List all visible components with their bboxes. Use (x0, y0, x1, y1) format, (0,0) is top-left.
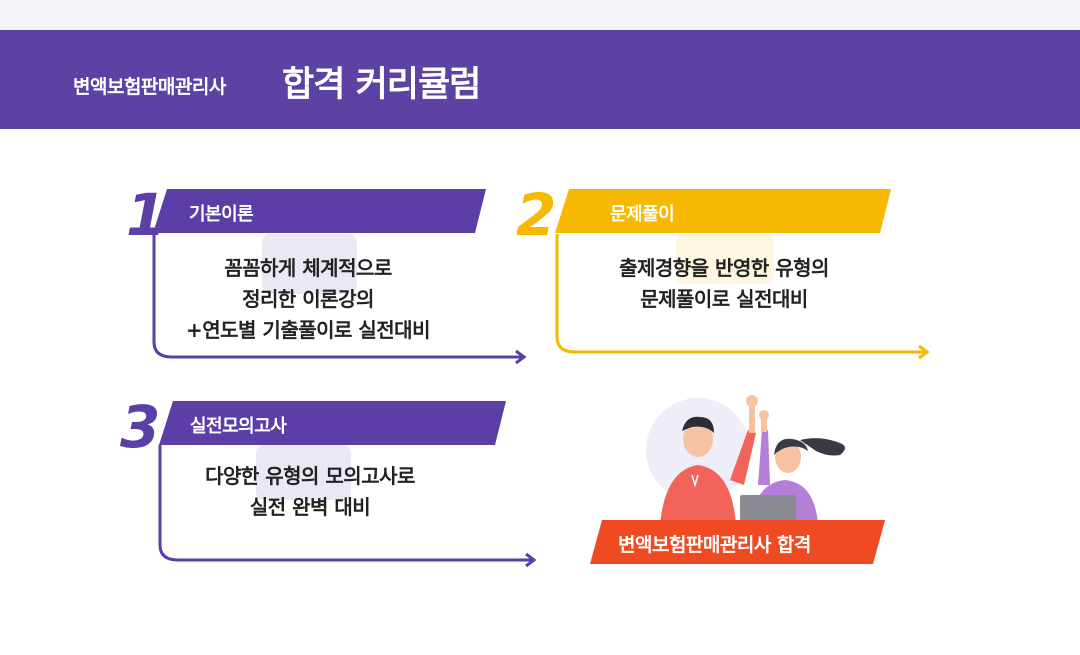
step-3-watermark (256, 445, 351, 500)
step-2-description: 출제경향을 반영한 유형의 문제풀이로 실전대비 (574, 253, 874, 315)
header-subtitle: 변액보험판매관리사 (73, 76, 226, 98)
step-2-watermark (676, 234, 774, 284)
step-1-line-2: 정리한 이론강의 (242, 287, 374, 311)
header-title: 합격 커리큘럼 (282, 65, 481, 105)
step-2-line-2: 문제풀이로 실전대비 (640, 287, 808, 311)
page-header: 변액보험판매관리사 합격 커리큘럼 (0, 30, 1080, 129)
step-1-arrow-frame (152, 234, 527, 365)
step-2-arrow-frame (555, 234, 930, 360)
top-strip (0, 0, 1080, 30)
step-2-number: 2 (516, 181, 557, 249)
step-1-title: 기본이론 (189, 204, 254, 225)
step-2-title: 문제풀이 (610, 204, 675, 225)
step-3-description: 다양한 유형의 모의고사로 실전 완벽 대비 (160, 461, 460, 523)
step-3-number: 3 (120, 393, 161, 461)
step-3-line-1: 다양한 유형의 모의고사로 (205, 464, 415, 488)
step-1-line-1: 꼼꼼하게 체계적으로 (224, 256, 392, 280)
step-1-line-3: +연도별 기출풀이로 실전대비 (186, 318, 430, 342)
pass-badge: 변액보험판매관리사 합격 (590, 520, 885, 564)
step-1-tag: 기본이론 (153, 189, 486, 233)
step-2-tag: 문제풀이 (555, 189, 891, 233)
step-2-line-1: 출제경향을 반영한 유형의 (619, 256, 829, 280)
step-1-description: 꼼꼼하게 체계적으로 정리한 이론강의 +연도별 기출풀이로 실전대비 (153, 253, 463, 346)
step-3-line-2: 실전 완벽 대비 (249, 495, 371, 519)
pass-badge-text: 변액보험판매관리사 합격 (618, 534, 811, 556)
step-3-title: 실전모의고사 (190, 416, 287, 437)
step-3-tag: 실전모의고사 (159, 401, 506, 445)
step-1-watermark (262, 234, 357, 294)
celebrating-people-illustration (646, 395, 845, 525)
step-3-arrow-frame (158, 445, 537, 568)
